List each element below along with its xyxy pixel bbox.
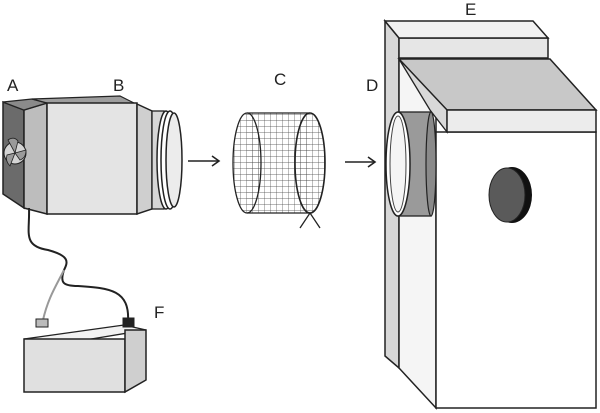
jar-icon <box>31 95 183 216</box>
label-b: B <box>113 76 124 95</box>
label-c: C <box>274 70 286 89</box>
arrow-right-icon <box>188 155 221 167</box>
mesh-cylinder-icon <box>232 112 326 229</box>
label-d: D <box>366 76 378 95</box>
label-a: A <box>7 76 19 95</box>
box-icon <box>383 18 598 410</box>
arrow-right-icon <box>345 156 377 168</box>
box-hole-icon <box>488 167 532 223</box>
power-cord <box>27 207 130 323</box>
entrance-ring-icon <box>385 111 437 217</box>
fan-icon <box>2 98 50 215</box>
fan-jar-assembly <box>2 95 183 323</box>
battery-icon <box>23 317 147 394</box>
label-e: E <box>465 0 476 19</box>
label-f: F <box>154 303 164 322</box>
